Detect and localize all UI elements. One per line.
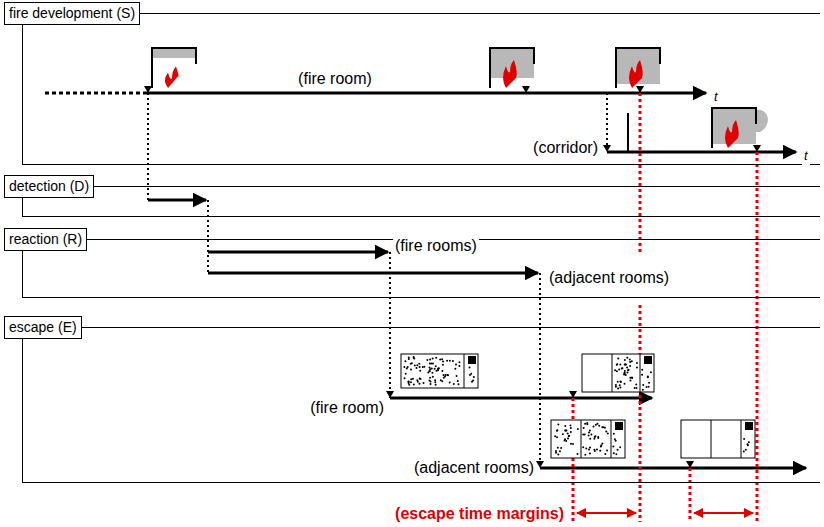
red-dotted-line <box>639 93 642 252</box>
reaction-arrow <box>208 272 538 275</box>
floor-plan <box>551 420 625 458</box>
timeline-label: (adjacent rooms) <box>547 269 671 287</box>
event-marker <box>636 86 644 93</box>
axis-label: t <box>712 88 720 106</box>
red-dotted-line <box>572 398 575 522</box>
margin-arrow <box>694 512 753 514</box>
red-dotted-line <box>756 152 759 522</box>
room-icon <box>712 108 768 148</box>
dotted-leader <box>539 273 541 468</box>
timeline-label: (fire rooms) <box>393 237 479 255</box>
band-heading: escape (E) <box>4 316 82 339</box>
room-icon <box>152 48 196 88</box>
red-dotted-line <box>689 468 692 522</box>
floor-plan <box>582 354 654 392</box>
event-marker <box>536 461 544 468</box>
timeline-label: (corridor) <box>531 139 600 157</box>
floor-plan <box>401 354 478 388</box>
timeline-label: (fire room) <box>296 70 374 88</box>
timeline-label: (adjacent rooms) <box>412 459 536 477</box>
detection-arrow <box>148 199 206 202</box>
band-heading: fire development (S) <box>4 2 140 25</box>
dotted-leader <box>389 252 391 398</box>
margin-arrow <box>577 512 636 514</box>
event-marker <box>569 391 577 398</box>
margin-label: (escape time margins) <box>393 505 566 523</box>
dotted-leader <box>606 93 608 152</box>
room-wall <box>627 113 629 152</box>
event-marker <box>522 86 530 93</box>
dotted-leader <box>147 93 149 200</box>
event-marker <box>386 391 394 398</box>
dotted-leader <box>207 200 209 273</box>
floor-plan <box>681 420 755 458</box>
red-dotted-line <box>639 305 642 522</box>
timeline-label: (fire room) <box>308 399 386 417</box>
past-time-line <box>45 92 146 95</box>
event-marker <box>603 145 611 152</box>
room-icon <box>490 48 534 88</box>
reaction-arrow <box>208 251 388 254</box>
event-marker <box>144 86 152 93</box>
axis-label: t <box>802 147 810 165</box>
event-marker <box>753 145 761 152</box>
room-icon <box>616 48 660 88</box>
escape-arrow <box>540 467 806 470</box>
fire-room-axis <box>146 92 706 95</box>
event-marker <box>686 461 694 468</box>
band-heading: detection (D) <box>4 175 94 198</box>
timeline-band: fire development (S) <box>22 13 820 165</box>
escape-arrow <box>390 397 652 400</box>
band-heading: reaction (R) <box>4 228 87 251</box>
corridor-axis <box>607 151 796 154</box>
timeline-band: detection (D) <box>22 186 820 217</box>
